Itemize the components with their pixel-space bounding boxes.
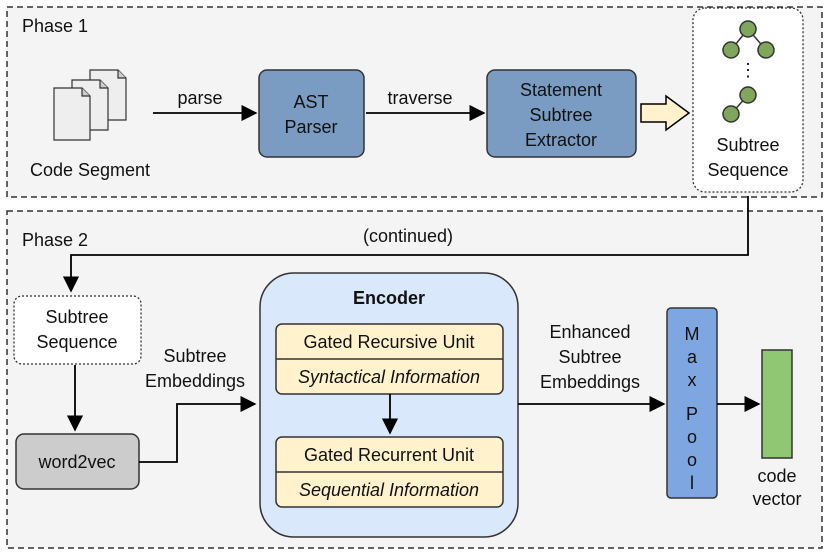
subtree-sequence-phase1-label-2: Sequence: [707, 160, 789, 180]
max-pool-letter-x: x: [687, 370, 697, 390]
ast-parser-box: [258, 69, 365, 158]
parse-label: parse: [177, 88, 223, 108]
encoder-title: Encoder: [352, 288, 426, 308]
max-pool-letter-a: a: [686, 347, 698, 367]
block-arrow: [640, 94, 691, 132]
phase2-label: Phase 2: [22, 230, 89, 250]
max-pool-letter-l: l: [690, 473, 694, 493]
enhanced-embeddings-label-2: Subtree: [558, 347, 622, 367]
subtree-embeddings-label-2: Embeddings: [144, 371, 246, 391]
gated-recursive-unit-label: Gated Recursive Unit: [303, 332, 475, 352]
gated-recurrent-unit-label: Gated Recurrent Unit: [303, 445, 475, 465]
extractor-label-3: Extractor: [524, 130, 598, 150]
max-pool-letter-M: M: [684, 324, 700, 344]
max-pool-letter-o2: o: [686, 450, 698, 470]
code-vector-label-2: vector: [752, 489, 802, 509]
extractor-box: [486, 69, 637, 158]
phase1-panel: [6, 6, 823, 198]
subtree-sequence-phase2-label-2: Sequence: [36, 332, 118, 352]
code-segment-label: Code Segment: [29, 160, 151, 180]
max-pool-letter-P: P: [685, 404, 699, 424]
extractor-label-2: Subtree: [529, 105, 593, 125]
documents-icon: [53, 69, 127, 141]
ast-parser-label-2: Parser: [284, 117, 338, 137]
max-pool-box: [666, 307, 718, 499]
subtree-sequence-phase2-label-1: Subtree: [45, 307, 109, 327]
code-vector-label-1: code: [757, 466, 797, 486]
embeddings-arrow: [139, 395, 257, 463]
continued-connector: [62, 196, 749, 293]
traverse-label: traverse: [387, 88, 453, 108]
ast-parser-label-1: AST: [293, 92, 329, 112]
enhanced-embeddings-label-1: Enhanced: [549, 322, 631, 342]
sequential-information-label: Sequential Information: [298, 480, 480, 500]
continued-label: (continued): [362, 226, 454, 246]
ellipsis-label: ⋮: [739, 60, 757, 80]
code-vector-box: [761, 349, 793, 459]
enhanced-embeddings-label-3: Embeddings: [539, 372, 641, 392]
subtree-sequence-phase1-label-1: Subtree: [716, 135, 780, 155]
subtree-sequence-box-phase2: [13, 295, 142, 365]
subtree-embeddings-label-1: Subtree: [163, 346, 227, 366]
syntactical-information-label: Syntactical Information: [297, 367, 481, 387]
word2vec-label: word2vec: [38, 452, 116, 472]
subtree-tree-icon: [722, 20, 775, 123]
max-pool-letter-o1: o: [686, 427, 698, 447]
phase1-label: Phase 1: [22, 16, 89, 36]
extractor-label-1: Statement: [519, 80, 603, 100]
